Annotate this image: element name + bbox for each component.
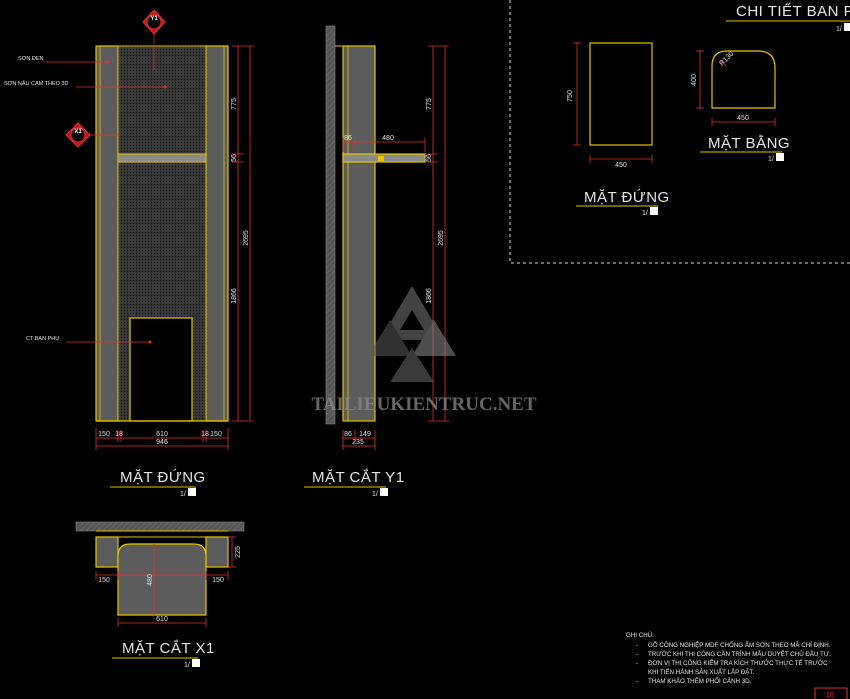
- x1-side-table: [117, 543, 207, 616]
- dim-150-left: 150: [98, 431, 110, 438]
- section-tag-x1: X1: [65, 122, 91, 148]
- x1-dimensions: [95, 536, 236, 627]
- notes-heading: GHI CHÚ:: [626, 632, 654, 639]
- detail-dim-450-front: 450: [615, 162, 627, 169]
- detail-dim-400: 400: [691, 74, 698, 86]
- detail-plan-shape: [711, 50, 776, 109]
- note-bullet-2: -: [636, 651, 638, 658]
- dim-56: 56: [231, 154, 238, 162]
- sec-dim-1866: 1866: [426, 288, 433, 304]
- detail-plan-title: MẶT BẰNG: [708, 134, 790, 152]
- detail-plan-scale: 1/: [768, 156, 774, 163]
- dim-610: 610: [156, 431, 168, 438]
- x1-wall-hatch: [75, 521, 245, 532]
- x1-dim-480: 480: [147, 574, 154, 586]
- detail-front-shape: [589, 42, 653, 146]
- elevation-horizontal-dimensions: [95, 428, 229, 450]
- detail-dim-450-plan: 450: [737, 115, 749, 122]
- dim-18-right: 18: [201, 431, 209, 438]
- dim-2695: 2695: [243, 230, 250, 246]
- dim-946: 946: [156, 439, 168, 446]
- x1-dim-610: 610: [156, 616, 168, 623]
- page-number: 18: [826, 692, 834, 699]
- x1-dim-150-left: 150: [98, 577, 110, 584]
- detail-title: CHI TIẾT BAN PHỤ: [736, 3, 850, 20]
- elevation-vertical-dimensions: [232, 45, 254, 422]
- detail-front-title: MẶT ĐỨNG: [584, 189, 670, 206]
- front-elevation-title: MẶT ĐỨNG: [120, 469, 206, 486]
- watermark-logo: [368, 286, 456, 382]
- right-side-panel: [205, 45, 229, 422]
- section-y1-scale: 1/: [372, 491, 378, 498]
- callout-black-paint: SƠN ĐEN: [18, 56, 44, 62]
- x1-dim-150-right: 150: [212, 577, 224, 584]
- side-table-opening: [129, 317, 193, 422]
- dim-775: 775: [231, 98, 238, 110]
- note-line-2: TRƯỚC KHI THI CÔNG CẦN TRÌNH MẪU DUYỆT C…: [648, 650, 831, 658]
- section-y1-drawing: 86 480 775 56 1866 2695 86 149 235 MẶT C…: [304, 25, 449, 498]
- dim-1866: 1866: [231, 288, 238, 304]
- callout-brown-paint: SƠN NÂU CAM THEO 3D: [4, 80, 69, 87]
- section-tag-y1-label: Y1: [150, 16, 158, 22]
- middle-shelf-band: [117, 153, 207, 163]
- section-tag-y1: Y1: [142, 9, 166, 35]
- section-x1-title: MẶT CẮT X1: [122, 639, 215, 657]
- side-table-detail: CHI TIẾT BAN PHỤ 1/ 750 450 MẶT ĐỨNG 1/: [509, 0, 850, 264]
- upper-dotted-panel: [117, 45, 207, 155]
- sec-dim-480: 480: [382, 135, 394, 142]
- note-line-1: GỖ CÔNG NGHIỆP MDF CHỐNG ẨM SƠN THEO MÃ …: [648, 641, 831, 649]
- dim-150-right: 150: [210, 431, 222, 438]
- sec-dim-775: 775: [426, 98, 433, 110]
- note-line-4: KHI TIẾN HÀNH SẢN XUẤT LẮP ĐẶT.: [648, 668, 755, 676]
- section-dimensions: [342, 45, 449, 450]
- section-tag-x1-label: X1: [74, 129, 82, 135]
- callout-side-table: CT BAN PHỤ: [26, 336, 59, 342]
- section-x1-scale: 1/: [184, 662, 190, 669]
- left-side-panel: [95, 45, 119, 422]
- sec-dim-86-top: 86: [344, 135, 352, 142]
- sec-dim-86-bottom: 86: [344, 431, 352, 438]
- general-notes: GHI CHÚ: - GỖ CÔNG NGHIỆP MDF CHỐNG ẨM S…: [626, 632, 831, 685]
- watermark-text: TAILIEUKIENTRUC.NET: [311, 394, 536, 415]
- note-bullet-3: -: [636, 660, 638, 667]
- page-number-box: 18: [814, 687, 848, 699]
- front-elevation-drawing: 775 56 1866 2695 150 18 610 18 150 946: [4, 9, 254, 498]
- note-line-3: ĐƠN VỊ THI CÔNG KIỂM TRA KÍCH THƯỚC THỰC…: [648, 660, 828, 667]
- detail-front-scale: 1/: [642, 210, 648, 217]
- sec-dim-2695: 2695: [438, 230, 445, 246]
- dim-18-left: 18: [115, 431, 123, 438]
- sec-dim-149: 149: [359, 431, 371, 438]
- detail-dim-750: 750: [567, 90, 574, 102]
- section-y1-title: MẶT CẮT Y1: [312, 468, 405, 486]
- x1-dim-225: 225: [235, 546, 242, 558]
- front-elevation-scale: 1/: [180, 491, 186, 498]
- sec-dim-56: 56: [426, 154, 433, 162]
- note-bullet-5: -: [636, 678, 638, 685]
- note-line-5: THAM KHẢO THÊM PHỐI CẢNH 3D.: [648, 677, 752, 685]
- detail-title-scale: 1/: [836, 26, 842, 33]
- wall-hatch: [325, 25, 336, 425]
- note-bullet-1: -: [636, 642, 638, 649]
- sec-dim-235: 235: [352, 439, 364, 446]
- section-x1-drawing: 225 480 150 150 610 MẶT CẮT X1 1/: [75, 521, 245, 669]
